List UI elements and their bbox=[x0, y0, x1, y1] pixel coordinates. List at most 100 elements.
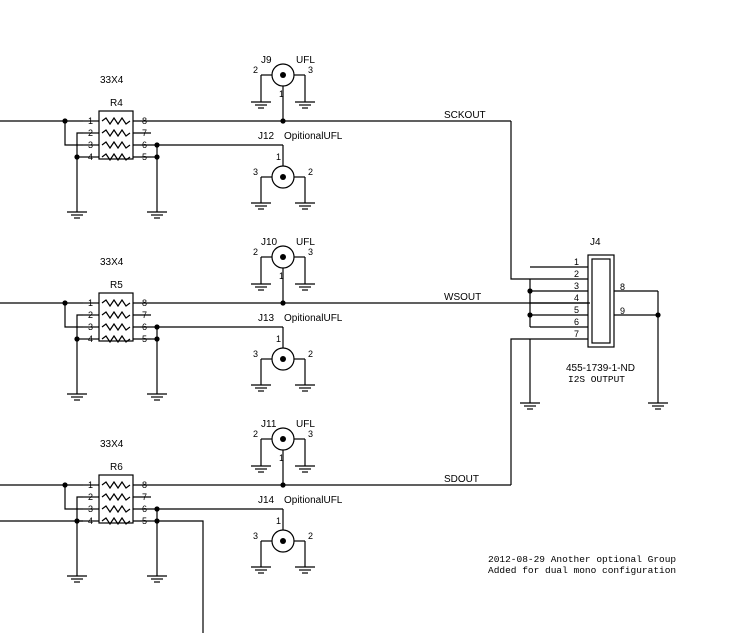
ground-symbol bbox=[251, 384, 271, 392]
ground-symbol bbox=[520, 402, 540, 410]
ground-symbol bbox=[67, 211, 87, 219]
coax-connector bbox=[260, 347, 306, 385]
coax-value: OpitionalUFL bbox=[284, 495, 343, 506]
resnet-pin-left-label: 2 bbox=[88, 310, 93, 320]
resnet-body bbox=[98, 110, 134, 160]
resnet-pin-right-label: 5 bbox=[142, 334, 147, 344]
coax-value: UFL bbox=[296, 419, 315, 430]
resnet-pin-left-label: 4 bbox=[88, 516, 93, 526]
coax-ref: J11 bbox=[261, 419, 277, 430]
header-pin-label: 5 bbox=[574, 305, 579, 315]
coax-center bbox=[280, 174, 286, 180]
wire bbox=[76, 314, 83, 394]
ground-symbol bbox=[648, 402, 668, 410]
header-description: I2S OUTPUT bbox=[568, 374, 625, 385]
coax-ref: J14 bbox=[258, 495, 275, 506]
ground-symbol bbox=[147, 211, 167, 219]
ground-symbol bbox=[251, 465, 271, 473]
coax-value: OpitionalUFL bbox=[284, 313, 343, 324]
coax-value: UFL bbox=[296, 55, 315, 66]
wire bbox=[510, 121, 530, 280]
resistor-zigzag bbox=[101, 334, 131, 344]
header-pin-label: 2 bbox=[574, 269, 579, 279]
resnet-pin-left-label: 3 bbox=[88, 322, 93, 332]
resnet-pin-right-label: 5 bbox=[142, 516, 147, 526]
resistor-zigzag bbox=[101, 116, 131, 126]
resnet-value: 33X4 bbox=[100, 257, 124, 268]
ground-symbol bbox=[147, 393, 167, 401]
resistor-zigzag bbox=[101, 298, 131, 308]
coax-connector bbox=[260, 427, 306, 466]
coax-pin-label: 3 bbox=[308, 429, 313, 439]
resistor-zigzag bbox=[101, 516, 131, 526]
coax-pin-label: 3 bbox=[253, 531, 258, 541]
junction-dot bbox=[62, 118, 68, 124]
coax-pin-label: 3 bbox=[308, 247, 313, 257]
header-ref: J4 bbox=[590, 237, 601, 248]
resistor-zigzag bbox=[101, 128, 131, 138]
coax-pin-label: 3 bbox=[308, 65, 313, 75]
resnet-pin-left-label: 2 bbox=[88, 492, 93, 502]
ground-symbol bbox=[295, 283, 315, 291]
resnet-pin-right-label: 7 bbox=[142, 128, 147, 138]
junction-dot bbox=[154, 336, 160, 342]
coax-ref: J12 bbox=[258, 131, 275, 142]
net-label: SCKOUT bbox=[444, 110, 486, 121]
coax-pin-label: 3 bbox=[253, 349, 258, 359]
ground-symbol bbox=[67, 393, 87, 401]
coax-pin-label: 3 bbox=[253, 167, 258, 177]
parts bbox=[67, 63, 668, 583]
wire bbox=[157, 520, 204, 633]
resnet-ref: R4 bbox=[110, 98, 123, 109]
ground-symbol bbox=[295, 202, 315, 210]
note-line2: Added for dual mono configuration bbox=[488, 565, 676, 576]
ground-symbol bbox=[147, 575, 167, 583]
coax-center bbox=[280, 356, 286, 362]
resnet-ref: R6 bbox=[110, 462, 123, 473]
coax-center bbox=[280, 538, 286, 544]
coax-ref: J13 bbox=[258, 313, 275, 324]
coax-ref: J9 bbox=[261, 55, 272, 66]
resnet-pin-right-label: 8 bbox=[142, 298, 147, 308]
resistor-zigzag bbox=[101, 504, 131, 514]
ground-symbol bbox=[251, 566, 271, 574]
header-pin-label: 3 bbox=[574, 281, 579, 291]
resnet-body bbox=[98, 292, 134, 342]
wires bbox=[0, 86, 661, 633]
coax-pin-label: 1 bbox=[279, 271, 284, 281]
resnet-pin-left-label: 4 bbox=[88, 334, 93, 344]
resnet-pin-right-label: 8 bbox=[142, 480, 147, 490]
coax-value: UFL bbox=[296, 237, 315, 248]
resistor-zigzag bbox=[101, 310, 131, 320]
resnet-pin-right-label: 7 bbox=[142, 310, 147, 320]
ground-symbol bbox=[67, 575, 87, 583]
wire bbox=[510, 338, 530, 485]
header-inner bbox=[591, 258, 611, 344]
coax-center bbox=[280, 436, 286, 442]
coax-pin-label: 2 bbox=[308, 167, 313, 177]
header-pin-label: 7 bbox=[574, 329, 579, 339]
coax-value: OpitionalUFL bbox=[284, 131, 343, 142]
resistor-zigzag bbox=[101, 492, 131, 502]
coax-connector bbox=[260, 165, 306, 203]
resistor-zigzag bbox=[101, 480, 131, 490]
note-line1: 2012-08-29 Another optional Group bbox=[488, 554, 676, 565]
header-pin-label: 4 bbox=[574, 293, 579, 303]
resnet-pin-left-label: 1 bbox=[88, 298, 93, 308]
header-body bbox=[587, 254, 615, 348]
net-label: SDOUT bbox=[444, 474, 479, 485]
resnet-pin-right-label: 8 bbox=[142, 116, 147, 126]
coax-connector bbox=[260, 245, 306, 284]
net-label: WSOUT bbox=[444, 292, 481, 303]
ground-symbol bbox=[295, 384, 315, 392]
resnet-pin-left-label: 2 bbox=[88, 128, 93, 138]
junction-dot bbox=[62, 300, 68, 306]
ground-symbol bbox=[295, 101, 315, 109]
resnet-ref: R5 bbox=[110, 280, 123, 291]
resnet-value: 33X4 bbox=[100, 75, 124, 86]
coax-pin-label: 1 bbox=[279, 89, 284, 99]
coax-connector bbox=[260, 63, 306, 102]
resnet-pin-right-label: 6 bbox=[142, 504, 147, 514]
resistor-zigzag bbox=[101, 140, 131, 150]
